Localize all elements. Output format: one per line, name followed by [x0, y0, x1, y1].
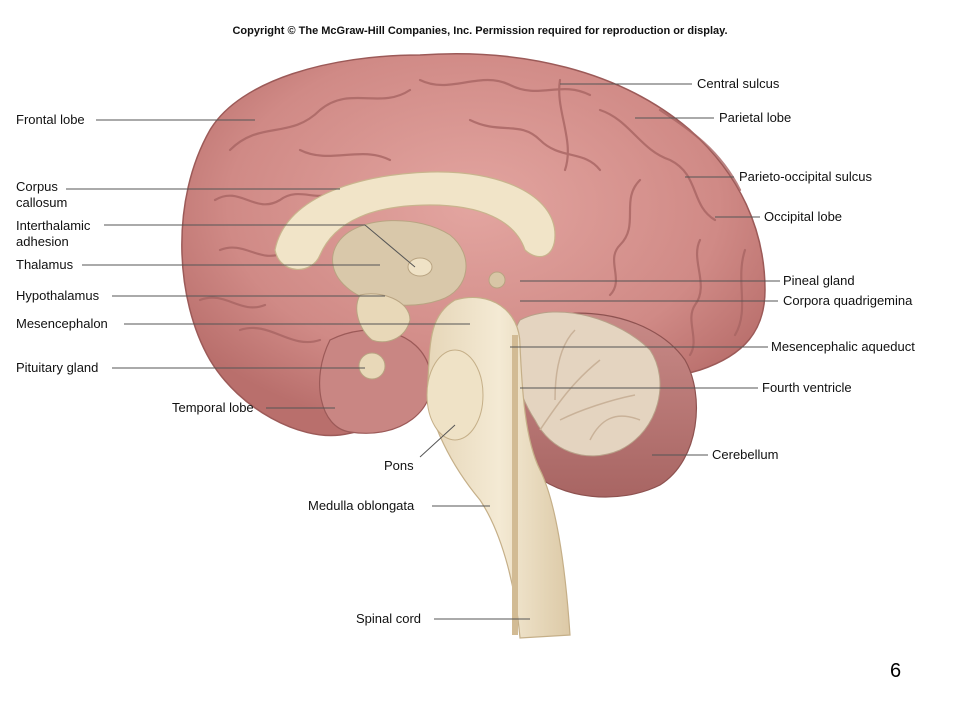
gyri-texture — [198, 78, 747, 357]
fourth-ventricle-channel — [512, 335, 518, 635]
label-mesencephalon: Mesencephalon — [16, 316, 108, 331]
label-central-sulcus: Central sulcus — [697, 76, 780, 91]
copyright-notice: Copyright © The McGraw-Hill Companies, I… — [232, 25, 728, 37]
label-pineal-gland: Pineal gland — [783, 273, 855, 288]
pituitary-gland-shape — [358, 352, 386, 380]
label-frontal-lobe: Frontal lobe — [16, 112, 85, 127]
label-interthalamic-line1: Interthalamic — [16, 218, 91, 233]
pons-shape — [426, 349, 484, 441]
label-temporal-lobe: Temporal lobe — [172, 400, 254, 415]
label-medulla-oblongata: Medulla oblongata — [308, 498, 415, 513]
label-corpora-quadrigemina: Corpora quadrigemina — [783, 293, 913, 308]
label-pituitary-gland: Pituitary gland — [16, 360, 98, 375]
label-corpus-callosum-line2: callosum — [16, 195, 67, 210]
hypothalamus-shape — [356, 293, 411, 343]
arbor-vitae-branches — [539, 329, 641, 441]
label-mesencephalic-aqueduct: Mesencephalic aqueduct — [771, 339, 915, 354]
thalamus-shape — [332, 220, 467, 306]
label-pons: Pons — [384, 458, 414, 473]
label-occipital-lobe: Occipital lobe — [764, 209, 842, 224]
label-parietal-lobe: Parietal lobe — [719, 110, 791, 125]
label-spinal-cord: Spinal cord — [356, 611, 421, 626]
label-thalamus: Thalamus — [16, 257, 74, 272]
label-fourth-ventricle: Fourth ventricle — [762, 380, 852, 395]
slide-number: 6 — [890, 660, 902, 682]
pineal-gland-shape — [488, 271, 506, 289]
corpus-callosum-shape — [274, 171, 556, 270]
label-hypothalamus: Hypothalamus — [16, 288, 100, 303]
leader-lines — [66, 83, 780, 620]
label-corpus-callosum-line1: Corpus — [16, 179, 58, 194]
label-interthalamic-line2: adhesion — [16, 234, 69, 249]
diagram-labels: Frontal lobe Corpus callosum Interthalam… — [16, 76, 915, 626]
label-cerebellum: Cerebellum — [712, 447, 778, 462]
label-parieto-occipital-sulcus: Parieto-occipital sulcus — [739, 169, 872, 184]
interthalamic-adhesion-shape — [407, 257, 433, 277]
temporal-lobe-shape — [319, 329, 433, 434]
